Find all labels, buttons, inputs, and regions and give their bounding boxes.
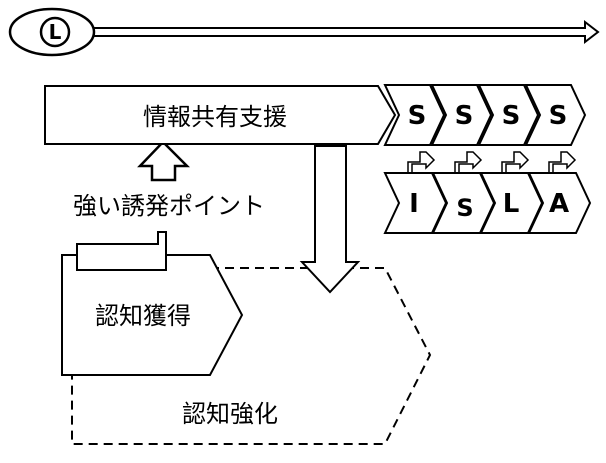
acquisition-label: 認知獲得 [95,302,191,330]
s-chevron-2 [430,84,493,146]
acquisition-shape [61,254,244,376]
sub-row: I S L A [383,172,592,234]
trigger-up-arrow [137,140,191,182]
acquisition-block: 認知獲得 [61,254,244,376]
timeline-badge-circle [39,16,71,48]
s-chevron-3 [477,84,540,146]
sub-chevron-3-label: L [503,189,520,219]
trigger-label: 強い誘発ポイント [73,192,265,220]
s-chevron-4-label: S [549,101,568,131]
link-arrow-4 [548,151,577,179]
link-arrows [407,151,577,179]
acquisition-connector [76,231,167,271]
info-sharing-label: 情報共有支援 [143,103,287,131]
sub-chevron-2-label: S [456,194,473,222]
link-arrow-1 [407,151,436,179]
s-row: S S S S [383,84,587,146]
s-chevron-3-label: S [502,101,521,131]
timeline-badge-label: L [49,20,62,44]
s-chevron-1 [383,84,446,146]
timeline-arrow [91,19,600,45]
link-arrow-3 [501,151,530,179]
sub-chevron-4-label: A [549,189,569,219]
reinforcement-label: 認知強化 [182,400,278,428]
timeline: L [8,7,600,57]
info-down-arrow [299,145,361,294]
s-chevron-4 [524,84,587,146]
s-chevron-2-label: S [455,101,474,131]
sub-chevron-4 [527,172,592,234]
sub-chevron-1-label: I [409,189,419,219]
link-arrow-2 [454,151,483,179]
info-sharing-block: 情報共有支援 [44,85,397,145]
info-sharing-shape [44,85,397,145]
s-chevron-1-label: S [408,101,427,131]
